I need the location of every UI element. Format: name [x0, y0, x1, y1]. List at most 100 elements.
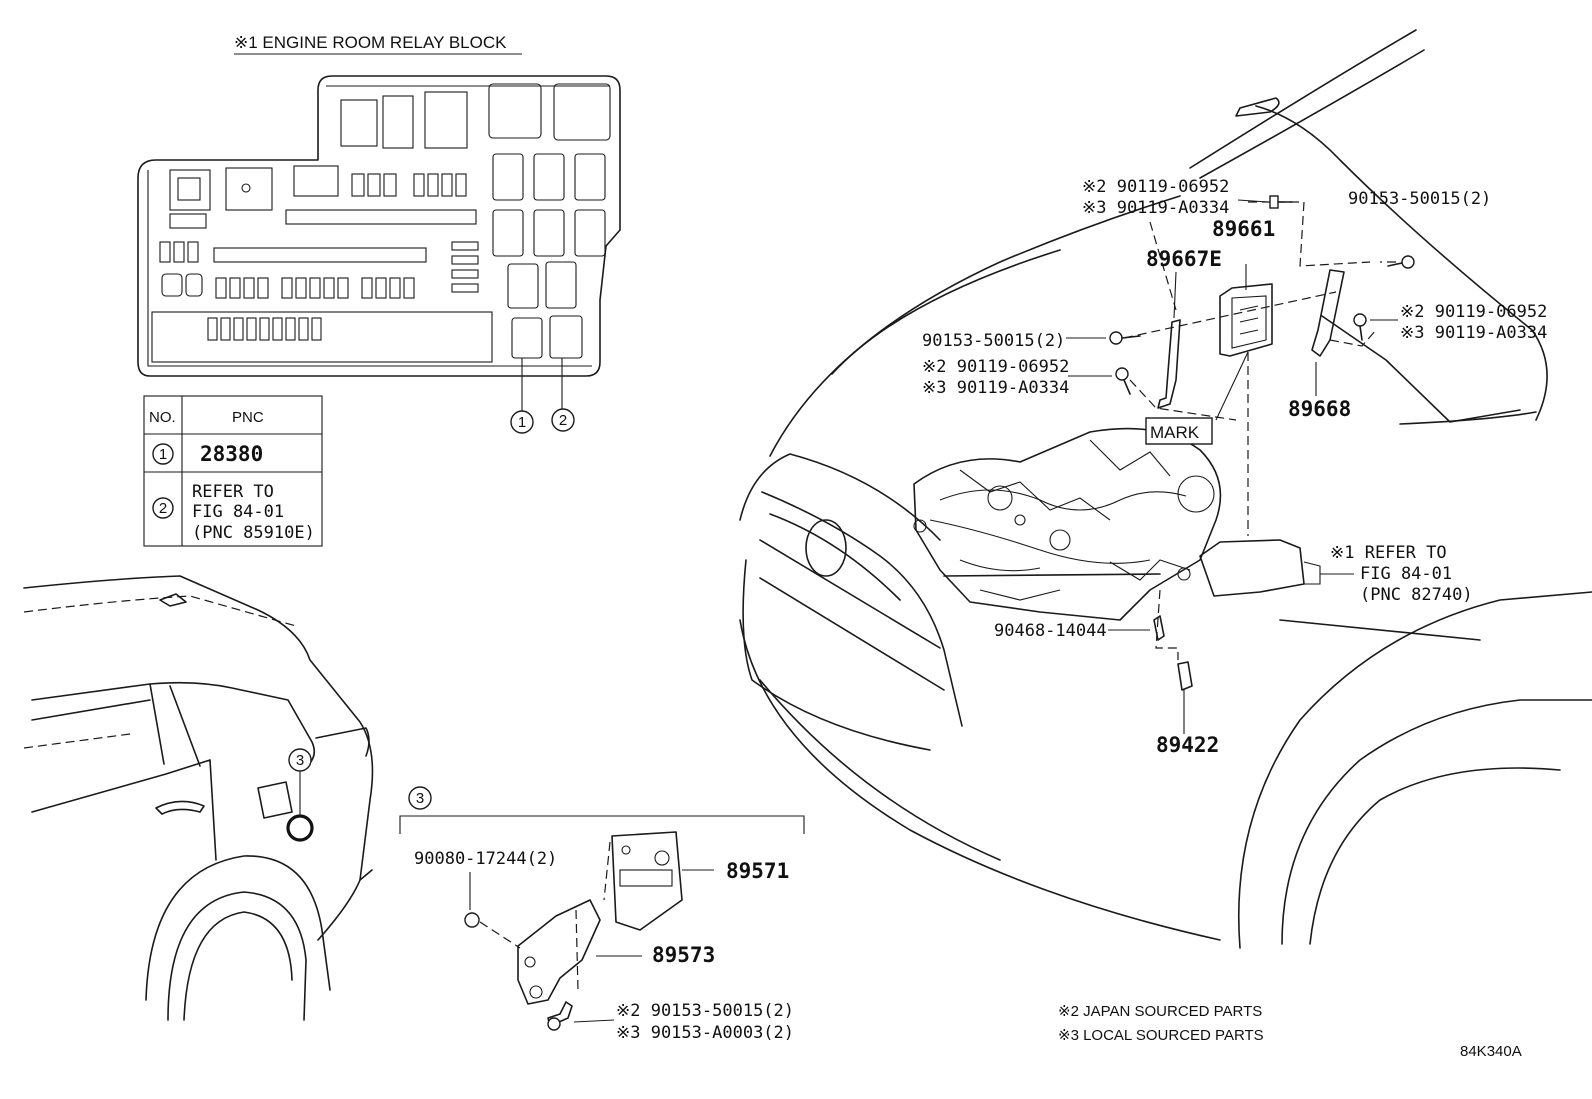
mini-fuse-row	[215, 277, 415, 299]
detail-callout-3-text: 3	[416, 790, 424, 807]
fuel-lid	[257, 781, 293, 819]
ecu-89661	[1219, 283, 1273, 357]
bolt-icon	[1269, 195, 1293, 209]
small-fuse-stack	[451, 241, 479, 293]
pnc-header-no: NO.	[149, 409, 176, 426]
label-89573: 89573	[652, 943, 715, 967]
front-tire	[1281, 699, 1592, 945]
label-left-low-bolt-2: ※2 90119-06952	[922, 357, 1069, 377]
bracket-89667e	[1157, 319, 1181, 409]
shark-fin-antenna	[159, 593, 187, 607]
front-vehicle-illustration	[739, 29, 1592, 949]
tail-light	[315, 727, 370, 757]
label-refer-relay-1: ※1 REFER TO	[1330, 543, 1447, 563]
label-89667e: 89667E	[1146, 247, 1222, 271]
bus-bar-upper	[285, 209, 477, 225]
label-left-low-bolt-3: ※3 90119-A0334	[922, 378, 1069, 398]
connector-pins	[207, 317, 322, 341]
figure-code: 84K340A	[1460, 1043, 1522, 1060]
front-parts-detail: MARK	[1066, 195, 1415, 734]
label-89571: 89571	[726, 859, 789, 883]
mini-fuse	[351, 173, 365, 197]
nut-icon	[464, 912, 480, 928]
rear-vehicle-illustration: 3	[23, 575, 374, 1021]
grille-outline	[761, 491, 963, 727]
bolt-icon	[1115, 367, 1131, 395]
rear-detail-view: 3 90080-17244(2) 89571 89573 ※2 90153-50…	[399, 786, 805, 1043]
fuse-box-a-inner	[177, 177, 201, 201]
door-handle	[155, 800, 205, 815]
callout-3-text: 3	[296, 752, 304, 769]
fuse-round	[161, 273, 183, 297]
mirror	[1235, 97, 1280, 117]
pnc-row-1-no-circle	[152, 443, 174, 465]
relay-top-5	[553, 83, 611, 141]
sensor-location-marker	[286, 814, 314, 842]
front-bumper	[739, 619, 1221, 941]
mini-fuse	[413, 173, 425, 197]
label-89668: 89668	[1288, 397, 1351, 421]
rear-tire	[167, 891, 307, 1021]
detail-bracket-line	[399, 815, 805, 834]
windshield-frame	[1189, 29, 1425, 179]
mini-fuse	[367, 173, 381, 197]
label-90468-14044: 90468-14044	[994, 621, 1107, 641]
relay-top-1	[340, 99, 378, 147]
pnc-table: NO. PNC 1 28380 2 REFER TO FIG 84-01 (PN…	[143, 395, 323, 547]
headlamp-area	[739, 453, 941, 541]
connector-strip	[151, 311, 493, 363]
rear-door-pillar	[149, 683, 201, 767]
front-rim	[1309, 767, 1561, 945]
label-right-mid-bolt-3: ※3 90119-A0334	[1400, 323, 1547, 343]
bus-bar-lower	[213, 247, 427, 263]
fuse-box-b	[225, 167, 273, 211]
pnc-table-border	[143, 395, 323, 547]
mini-fuse	[187, 241, 199, 263]
label-rear-bolt-3: ※3 90153-A0003(2)	[616, 1023, 794, 1043]
label-89422: 89422	[1156, 733, 1219, 757]
engine-assembly	[913, 427, 1222, 621]
mark-box	[1145, 417, 1213, 445]
mini-fuse	[441, 173, 453, 197]
a-pillar-line	[1255, 105, 1548, 421]
bolt-icon	[1387, 255, 1415, 269]
front-labels: ※2 90119-06952 ※3 90119-A0334 90153-5001…	[922, 177, 1547, 757]
relay-block-title: ※1 ENGINE ROOM RELAY BLOCK	[234, 33, 507, 52]
note-local-sourced: ※3 LOCAL SOURCED PARTS	[1058, 1027, 1264, 1044]
relay-block-outline	[137, 75, 621, 377]
label-refer-relay-2: FIG 84-01	[1360, 564, 1452, 584]
hood-leading-edge	[769, 195, 1181, 457]
clip-90468	[1153, 615, 1165, 641]
mini-fuse	[159, 241, 171, 263]
relay-grid-right	[492, 153, 606, 309]
footnotes: ※2 JAPAN SOURCED PARTS ※3 LOCAL SOURCED …	[1058, 1003, 1522, 1060]
bracket-89668	[1311, 269, 1345, 357]
pnc-row-2-no: 2	[159, 500, 167, 517]
pnc-row-2-line-2: FIG 84-01	[192, 502, 284, 522]
pnc-row-1-value: 28380	[200, 442, 263, 466]
label-90080-17244: 90080-17244(2)	[414, 849, 557, 869]
label-89661: 89661	[1212, 217, 1275, 241]
callout-1-text: 1	[518, 414, 526, 431]
relay-top-2	[382, 95, 414, 149]
callout-2-text: 2	[559, 412, 567, 429]
front-wheel-arch	[1237, 591, 1592, 949]
relay-block-box	[1199, 539, 1305, 597]
pnc-row-2-line-3: (PNC 85910E)	[192, 523, 315, 543]
relay-85910e	[549, 315, 583, 359]
callout-1	[510, 410, 534, 434]
note-japan-sourced: ※2 JAPAN SOURCED PARTS	[1058, 1003, 1262, 1020]
sensor-89571	[611, 831, 683, 931]
label-top-right-bolt: 90153-50015(2)	[1348, 189, 1491, 209]
mini-fuse	[173, 241, 185, 263]
emblem	[805, 519, 847, 577]
detail-callout-3	[408, 786, 432, 810]
fuse-box-a	[169, 169, 211, 211]
label-top-bolt-3: ※3 90119-A0334	[1082, 198, 1229, 218]
label-rear-bolt-2: ※2 90153-50015(2)	[616, 1001, 794, 1021]
fuse-box-c	[293, 165, 339, 197]
fuse-box-b-dot	[241, 183, 251, 193]
rear-rim	[183, 911, 293, 1021]
pnc-row-1-no: 1	[159, 446, 167, 463]
